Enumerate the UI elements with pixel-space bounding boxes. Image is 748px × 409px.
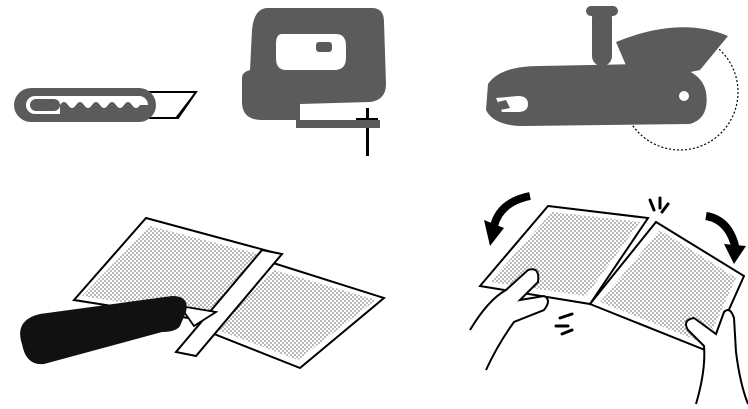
utility-knife-icon [14, 88, 196, 122]
cut-panel-with-knife-icon [20, 218, 384, 368]
jigsaw-icon [242, 8, 386, 156]
circular-saw-icon [486, 6, 738, 150]
snap-panel-in-half-icon [470, 196, 748, 404]
